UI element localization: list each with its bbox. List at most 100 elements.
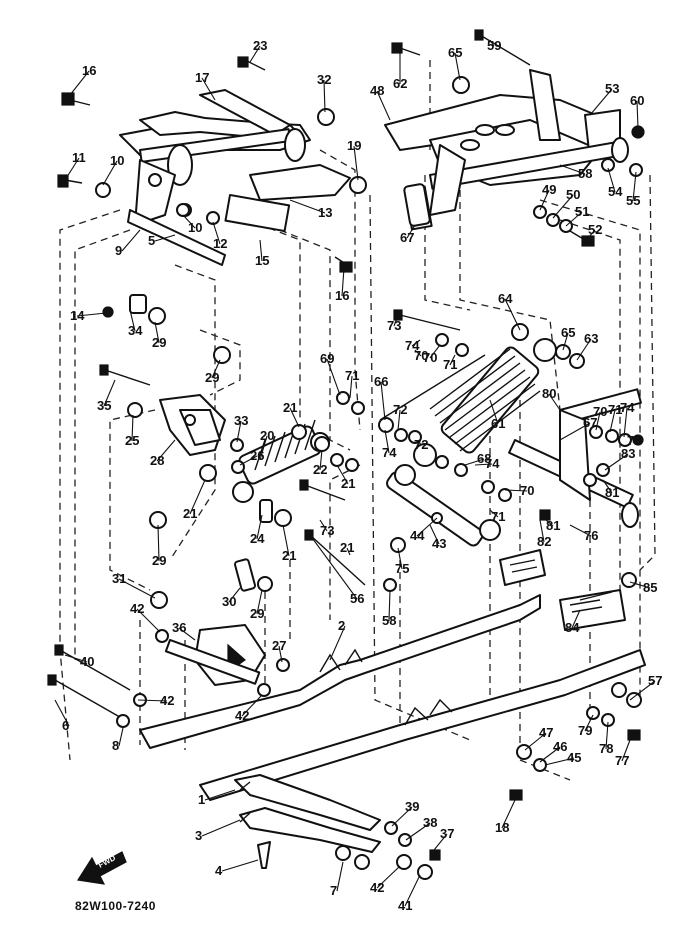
callout-10: 10 <box>188 220 202 235</box>
callout-leader <box>406 224 416 239</box>
callout-4: 4 <box>215 863 223 878</box>
callout-leader <box>464 458 485 466</box>
callout-leaders <box>54 39 656 907</box>
callout-leader <box>539 189 550 211</box>
callout-47: 47 <box>539 725 553 740</box>
callout-leader <box>565 211 583 227</box>
callout-65: 65 <box>448 45 462 60</box>
callout-leader <box>129 309 136 332</box>
callout-50: 50 <box>566 187 580 202</box>
callout-70: 70 <box>414 348 428 363</box>
callout-29: 29 <box>250 606 264 621</box>
callout-54: 54 <box>608 184 623 199</box>
bracket-36 <box>164 624 266 686</box>
callout-72: 72 <box>393 402 407 417</box>
callout-leader <box>154 234 176 242</box>
callout-leader <box>605 721 609 750</box>
callout-29: 29 <box>152 335 166 350</box>
callout-71: 71 <box>608 402 622 417</box>
callout-leader <box>118 578 156 599</box>
callout-21: 21 <box>341 476 355 491</box>
callout-18: 18 <box>495 820 509 835</box>
callout-27: 27 <box>272 638 286 653</box>
callout-leader <box>544 757 575 766</box>
callout-leader <box>326 358 341 396</box>
callout-leader <box>189 479 206 515</box>
callout-leader <box>376 865 401 889</box>
callout-leader <box>429 524 440 545</box>
callout-leader <box>576 338 592 361</box>
callout-leader <box>336 861 344 892</box>
callout-55: 55 <box>626 193 640 208</box>
callout-leader <box>524 732 547 751</box>
callout-leader <box>454 52 461 81</box>
callout-85: 85 <box>643 580 657 595</box>
callout-leader <box>137 699 168 702</box>
callout-leader <box>380 381 386 421</box>
rear-pivot-frame <box>384 69 629 231</box>
callout-42: 42 <box>370 880 384 895</box>
callout-81: 81 <box>605 485 619 500</box>
callout-52: 52 <box>588 222 602 237</box>
callout-74: 74 <box>382 445 397 460</box>
callout-leader <box>178 627 196 641</box>
callout-71: 71 <box>443 357 457 372</box>
arm-43 <box>386 464 501 547</box>
callout-leader <box>211 359 221 379</box>
callout-leader <box>609 409 616 433</box>
callout-32: 32 <box>317 72 331 87</box>
callout-2: 2 <box>338 618 345 633</box>
callout-70: 70 <box>593 404 607 419</box>
callout-leader <box>539 746 561 763</box>
callout-42: 42 <box>160 693 174 708</box>
callout-58: 58 <box>382 613 396 628</box>
callout-leader <box>204 789 236 801</box>
callout-leader <box>336 464 349 485</box>
callout-23: 23 <box>253 38 267 53</box>
callout-15: 15 <box>255 253 269 268</box>
callout-leader <box>539 514 554 527</box>
callout-leader <box>157 524 160 562</box>
callout-49: 49 <box>542 182 556 197</box>
callout-82: 82 <box>537 534 551 549</box>
callout-51: 51 <box>575 204 589 219</box>
callout-leader <box>121 229 141 252</box>
callout-labels: 1234567891010111213141516161718192021212… <box>62 38 662 913</box>
callout-leader <box>236 420 242 443</box>
callout-leader <box>417 439 422 446</box>
callout-leader <box>504 489 528 492</box>
front-pivot-arm <box>119 89 351 266</box>
callout-leader <box>376 90 391 121</box>
callout-67: 67 <box>400 230 414 245</box>
callout-leader <box>411 339 421 347</box>
callout-13: 13 <box>318 205 332 220</box>
callout-leader <box>405 822 431 841</box>
callout-leader <box>69 70 90 96</box>
callout-16: 16 <box>335 288 349 303</box>
callout-11: 11 <box>72 150 86 165</box>
callout-31: 31 <box>112 571 126 586</box>
callout-leader <box>309 534 358 600</box>
callout-leader <box>64 157 80 181</box>
callout-71: 71 <box>345 368 359 383</box>
callout-leader <box>584 714 594 732</box>
callout-48: 48 <box>370 83 384 98</box>
callout-leader <box>489 509 499 518</box>
callout-74: 74 <box>405 338 420 353</box>
callout-leader <box>319 449 323 471</box>
callout-leader <box>552 194 574 219</box>
callout-39: 39 <box>405 799 419 814</box>
callout-7: 7 <box>330 883 337 898</box>
callout-70: 70 <box>520 483 534 498</box>
callout-leader <box>587 229 596 239</box>
callout-37: 37 <box>440 826 454 841</box>
callout-3: 3 <box>195 828 202 843</box>
callout-leader <box>256 514 263 540</box>
callout-74: 74 <box>485 456 500 471</box>
callout-leader <box>249 45 261 63</box>
callout-leader <box>201 819 241 837</box>
callout-36: 36 <box>172 620 186 635</box>
callout-leader <box>201 77 216 101</box>
callout-leader <box>489 399 499 425</box>
fwd-arrow-icon: FWD <box>77 851 127 885</box>
